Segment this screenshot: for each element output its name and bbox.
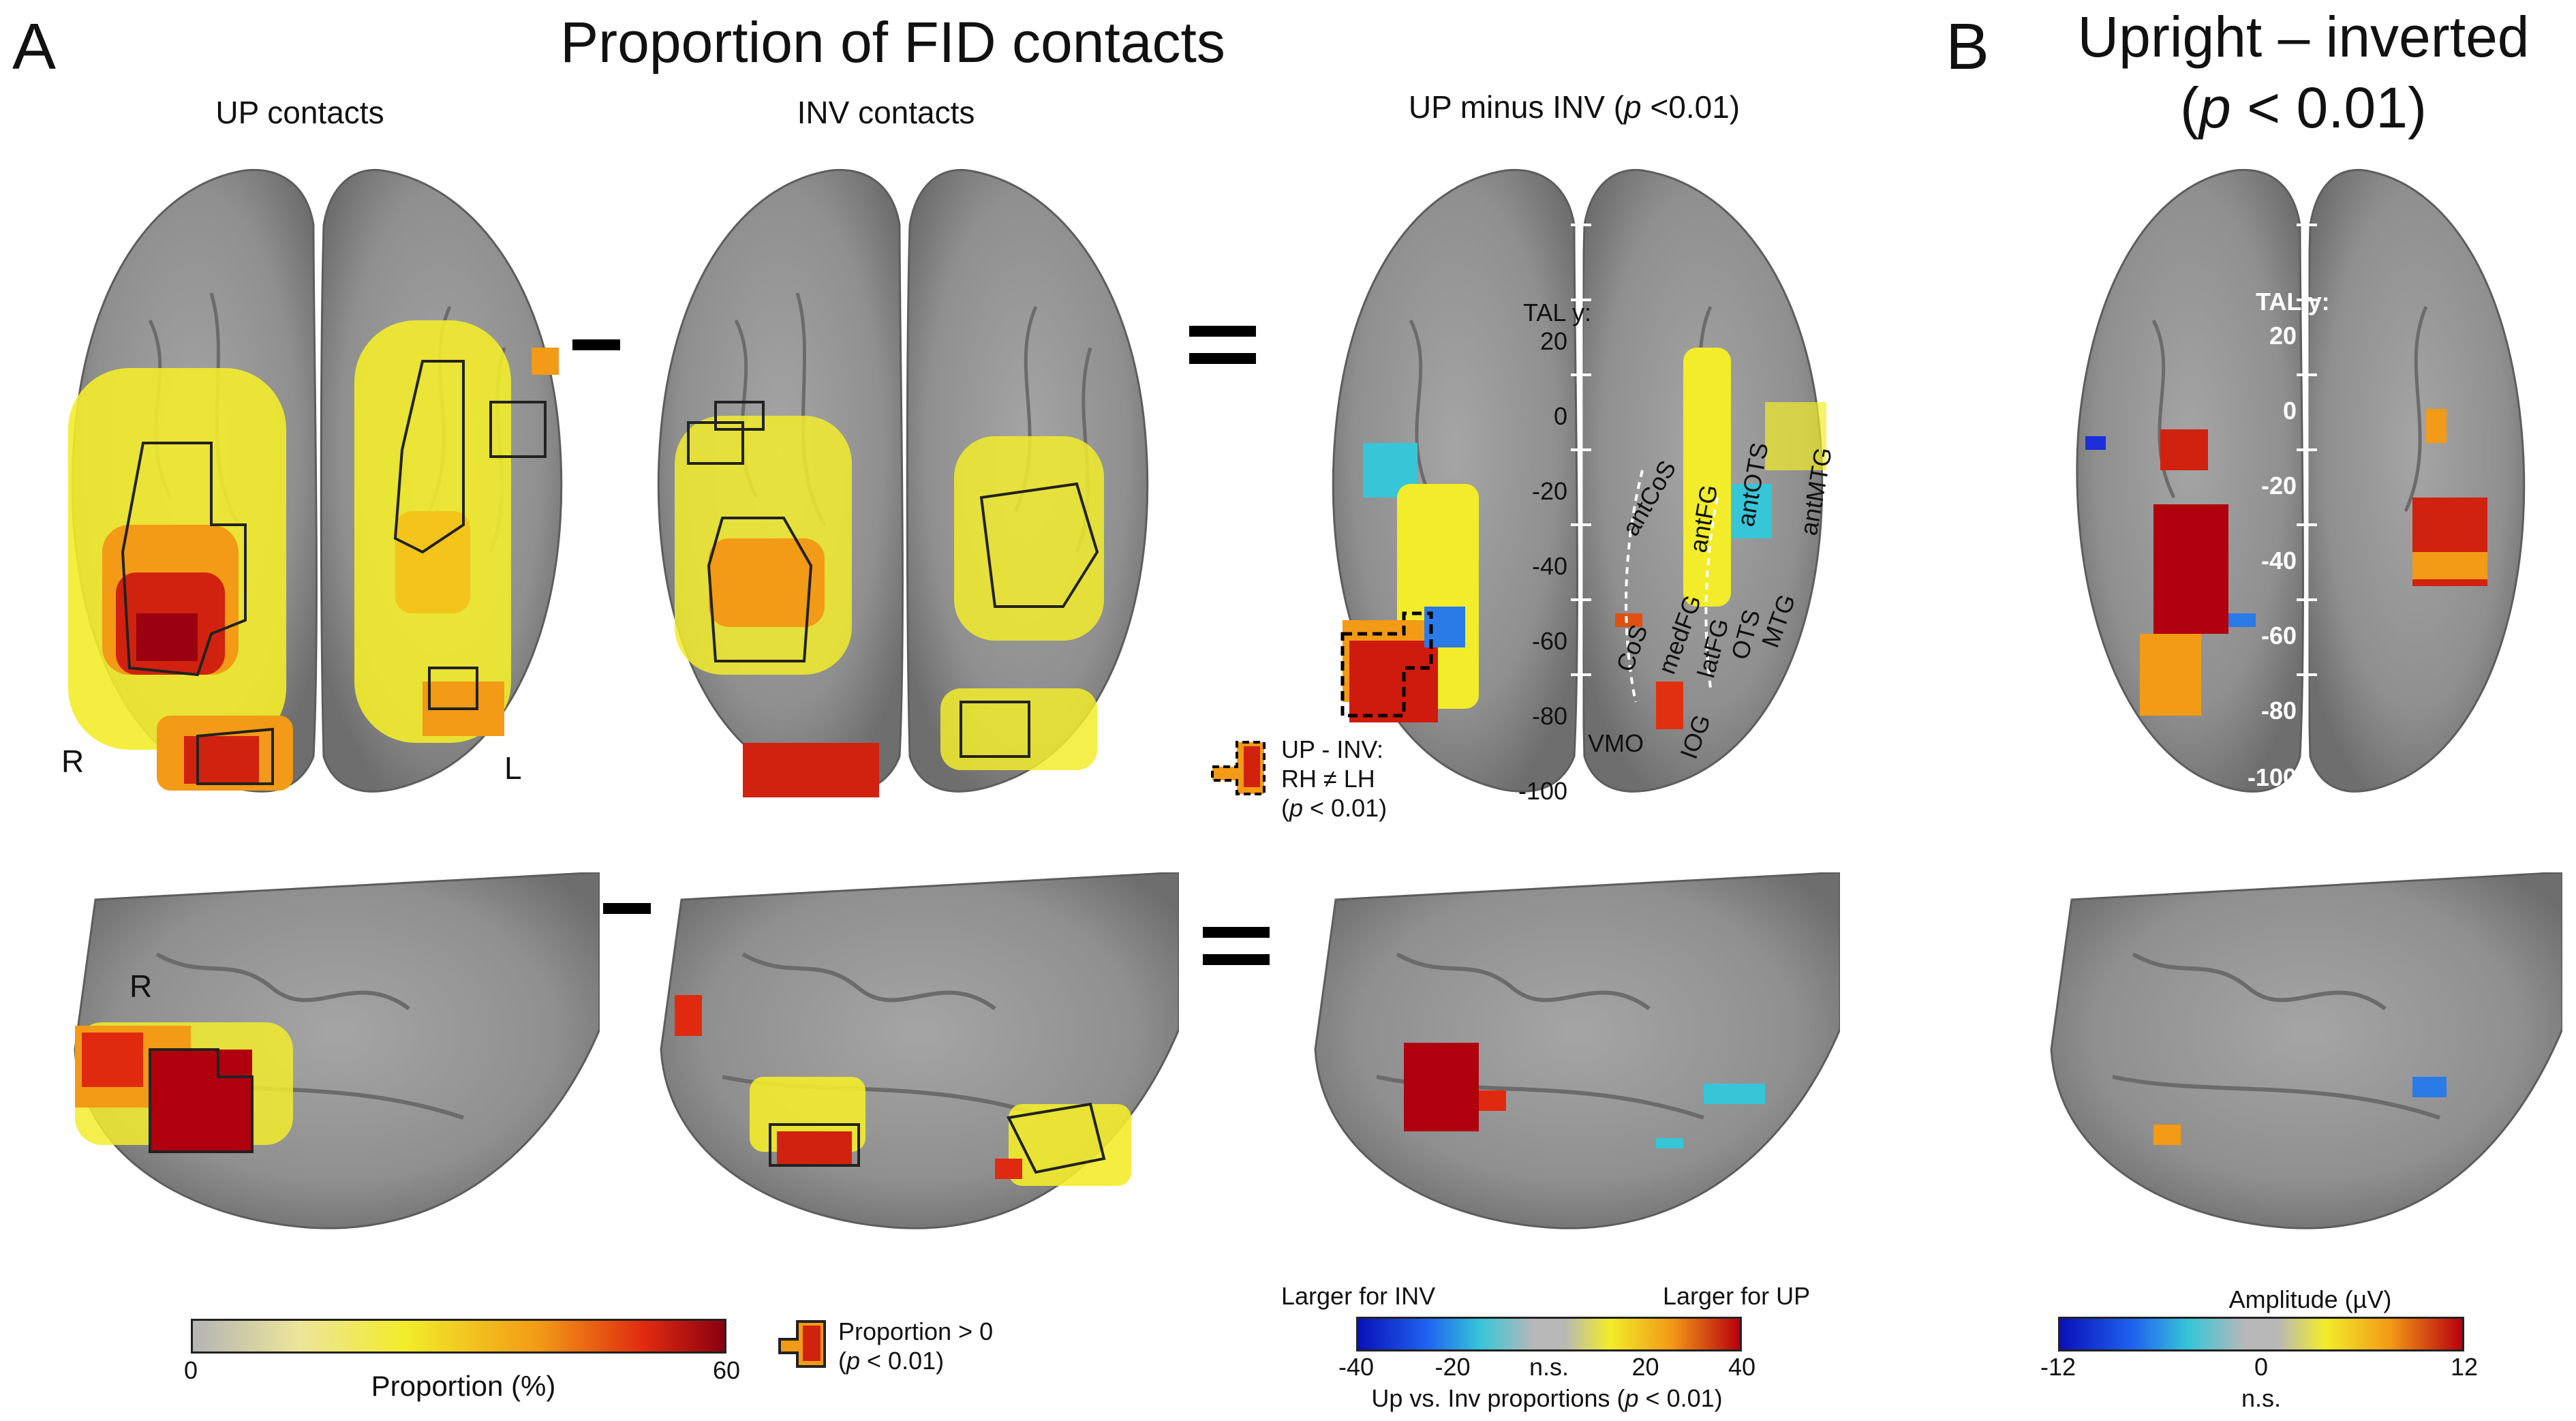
tal-tick-b-0: 0 [2282, 397, 2297, 425]
diff-tick-40: 40 [1728, 1353, 1756, 1381]
minus-sign [572, 339, 620, 350]
label-vmo: VMO [1588, 729, 1644, 757]
panel-a-letter: A [12, 10, 57, 83]
diff-bar-left-label: Larger for INV [1281, 1282, 1436, 1310]
col-title-diff: UP minus INV (p <0.01) [1408, 89, 1741, 125]
proportion-colorbar [191, 1319, 726, 1354]
tal-tick-b-minus40: -40 [2260, 547, 2297, 575]
diff-tick-20: 20 [1631, 1353, 1659, 1381]
tal-y-label-b: TAL y: [2256, 288, 2330, 316]
equals-sign-top [1189, 326, 1256, 337]
proportion-tick-max: 60 [712, 1356, 741, 1384]
tal-tick-b-minus60: -60 [2260, 622, 2297, 650]
tal-tick-b-20: 20 [2269, 322, 2297, 350]
panel-b-letter: B [1946, 10, 1990, 83]
tal-tick-b-minus80: -80 [2260, 697, 2297, 724]
tal-tick-0: 0 [1553, 402, 1567, 430]
diff-colorbar-caption: Up vs. Inv proportions (p < 0.01) [1371, 1384, 1723, 1412]
brain-lateral-diff [1295, 871, 1841, 1240]
hemisphere-label-right: R [61, 744, 85, 779]
brain-lateral-amplitude [2031, 871, 2564, 1240]
brain-ventral-up: R L [41, 143, 600, 811]
tal-y-label: TAL y: [1523, 299, 1592, 326]
diff-bar-right-label: Larger for UP [1663, 1282, 1811, 1310]
brain-lateral-up: R [55, 871, 601, 1240]
tal-tick-b-minus100: -100 [2247, 763, 2297, 791]
tal-tick-minus20: -20 [1531, 477, 1567, 505]
proportion-legend-text: Proportion > 0 (p < 0.01) [838, 1317, 994, 1375]
diff-colorbar-ticks: -40 -20 n.s. 20 40 [1338, 1353, 1755, 1384]
panel-b-title-line1: Upright – inverted [2077, 5, 2530, 69]
equals-sign-lateral-bottom [1203, 954, 1270, 965]
hemisphere-label-left: L [504, 750, 522, 786]
col-title-up: UP contacts [215, 95, 384, 130]
rh-lh-legend-text: UP - INV: RH ≠ LH (p < 0.01) [1281, 735, 1387, 823]
amp-tick-0: 0 [2254, 1353, 2269, 1381]
amplitude-colorbar-label: Amplitude (µV) [2228, 1285, 2392, 1313]
diff-tick-minus20: -20 [1435, 1353, 1471, 1381]
tal-tick-20: 20 [1539, 327, 1567, 355]
amplitude-colorbar-ticks: -12 0 12 [2040, 1353, 2478, 1384]
diff-tick-ns: n.s. [1529, 1353, 1569, 1381]
proportion-tick-min: 0 [183, 1356, 198, 1384]
proportion-legend-swatch [777, 1319, 838, 1373]
panel-a-title: Proportion of FID contacts [560, 10, 1225, 74]
brain-ventral-inv [627, 143, 1186, 811]
amp-tick-12: 12 [2450, 1353, 2479, 1381]
amplitude-colorbar [2058, 1317, 2464, 1351]
rh-lh-legend-swatch [1210, 739, 1278, 801]
equals-sign-lateral-top [1203, 927, 1270, 938]
panel-b-title-line2: (p < 0.01) [2180, 76, 2427, 140]
minus-sign-lateral [603, 903, 651, 914]
diff-colorbar [1356, 1317, 1742, 1351]
amplitude-ns-label: n.s. [2241, 1384, 2282, 1412]
amp-tick-minus12: -12 [2040, 1353, 2076, 1381]
tal-tick-minus100: -100 [1518, 777, 1567, 805]
brain-ventral-amplitude: TAL y: 20 0 -20 -40 -60 -80 -100 [2058, 143, 2549, 811]
brain-ventral-diff: TAL y: 20 0 -20 -40 -60 -80 -100 antCoS … [1302, 143, 1860, 811]
lateral-hemisphere-label: R [129, 968, 153, 1004]
diff-tick-minus40: -40 [1338, 1353, 1375, 1381]
proportion-colorbar-ticks: 0 60 [184, 1356, 740, 1390]
equals-sign-bottom [1189, 353, 1256, 364]
tal-tick-b-minus20: -20 [2260, 472, 2297, 500]
tal-tick-minus40: -40 [1531, 552, 1567, 580]
tal-tick-minus60: -60 [1531, 627, 1567, 655]
brain-lateral-inv [641, 871, 1180, 1240]
col-title-inv: INV contacts [797, 95, 975, 130]
tal-tick-minus80: -80 [1531, 702, 1567, 730]
proportion-colorbar-label: Proportion (%) [371, 1370, 556, 1402]
